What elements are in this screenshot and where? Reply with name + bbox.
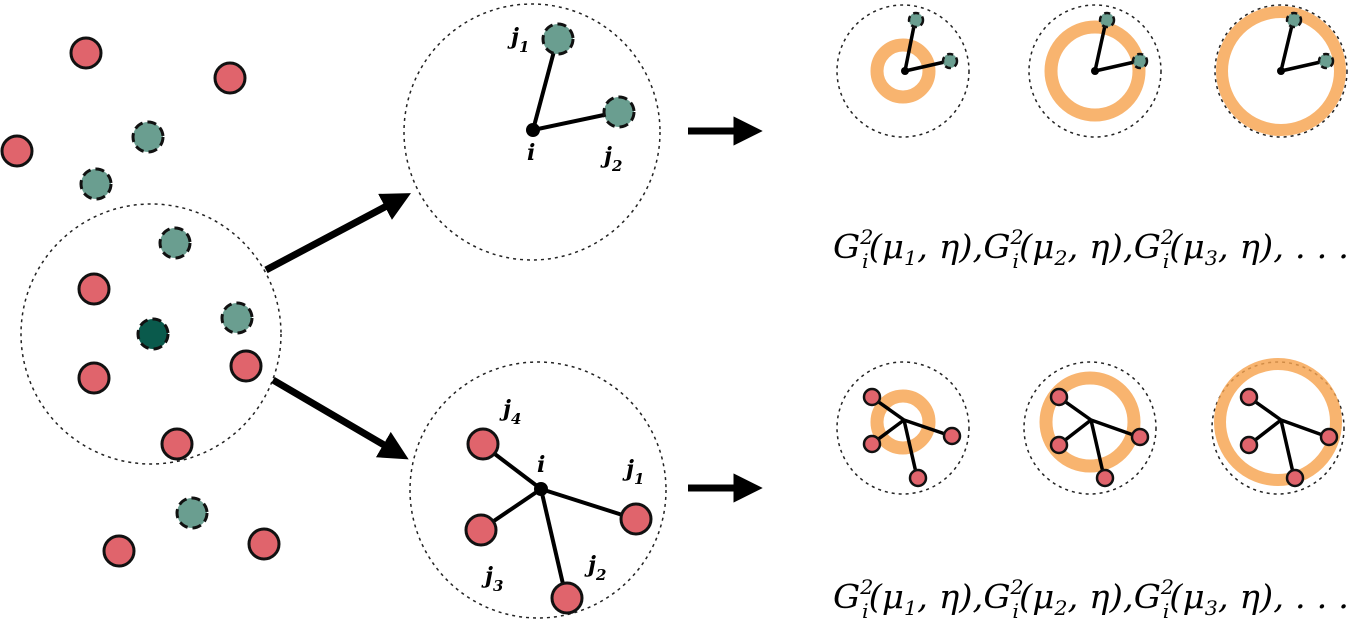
radial-shell-mu3 bbox=[1214, 358, 1342, 486]
bond-i-j1 bbox=[531, 39, 559, 131]
bond bbox=[1089, 419, 1106, 478]
cutoff-sphere-teal bbox=[403, 3, 661, 261]
cutoff-sphere-small bbox=[1214, 4, 1348, 138]
label-j2: j2 bbox=[584, 552, 606, 584]
red-neighbor-j1 bbox=[619, 502, 653, 536]
bond bbox=[1279, 20, 1295, 72]
red-neighbor bbox=[942, 426, 962, 446]
red-neighbor bbox=[1285, 468, 1305, 488]
teal-neighbor bbox=[1131, 52, 1149, 70]
atomic-configuration bbox=[0, 36, 282, 568]
teal-neighbor-j1 bbox=[541, 22, 575, 56]
red-neighbor-j2 bbox=[550, 581, 584, 615]
red-neighbor bbox=[1049, 387, 1069, 407]
bond bbox=[1090, 418, 1140, 439]
red-neighbor bbox=[908, 468, 928, 488]
cutoff-sphere-small bbox=[836, 361, 970, 495]
red-atom bbox=[69, 36, 103, 70]
label-i: i bbox=[537, 452, 545, 478]
red-neighbor bbox=[1239, 435, 1259, 455]
bond bbox=[1280, 59, 1326, 73]
bond bbox=[1280, 418, 1329, 439]
bond-i-j2 bbox=[539, 488, 568, 598]
teal-neighbor-j2 bbox=[602, 95, 636, 129]
cutoff-sphere-small bbox=[1023, 361, 1157, 495]
red-atom bbox=[0, 134, 34, 168]
red-atom bbox=[229, 349, 263, 383]
bond bbox=[903, 20, 917, 72]
center-atom-i bbox=[526, 123, 540, 137]
teal-neighbor bbox=[1098, 11, 1116, 29]
arrow-to-red-neighborhood bbox=[271, 376, 409, 460]
radial-shell-mu2 bbox=[1039, 371, 1141, 473]
radial-shell-mu1 bbox=[870, 38, 936, 104]
red-neighbor bbox=[1239, 387, 1259, 407]
red-neighborhood: j4 i j1 j3 j2 bbox=[409, 361, 667, 619]
cutoff-sphere-small bbox=[836, 4, 970, 138]
red-neighbor bbox=[862, 434, 882, 454]
teal-atom bbox=[220, 301, 254, 335]
teal-atom bbox=[158, 226, 192, 260]
red-atom bbox=[160, 427, 194, 461]
label-j1: j1 bbox=[622, 456, 644, 488]
teal-atom bbox=[131, 120, 165, 154]
central-atom-i bbox=[136, 317, 170, 351]
bond bbox=[1093, 20, 1108, 72]
label-j3: j3 bbox=[481, 563, 503, 595]
red-neighbor-j4 bbox=[466, 427, 500, 461]
teal-atom bbox=[175, 496, 209, 530]
red-neighbor-j3 bbox=[464, 513, 498, 547]
cutoff-sphere-main bbox=[20, 203, 282, 465]
red-atom bbox=[247, 527, 281, 561]
cutoff-sphere-small bbox=[1028, 4, 1162, 138]
teal-neighbor bbox=[941, 52, 959, 70]
teal-neighborhood: j1 i j2 bbox=[403, 3, 661, 261]
radial-shell-mu3 bbox=[1216, 6, 1346, 136]
red-atom bbox=[213, 61, 247, 95]
center-atom bbox=[1091, 67, 1099, 75]
bond-i-j1 bbox=[540, 487, 636, 521]
red-neighbor bbox=[1130, 427, 1150, 447]
red-neighbor bbox=[1319, 427, 1339, 447]
radial-shell-mu2 bbox=[1044, 20, 1146, 122]
red-atom bbox=[77, 361, 111, 395]
arrow-to-teal-neighborhood bbox=[264, 193, 411, 274]
teal-atom bbox=[79, 167, 113, 201]
label-j2: j2 bbox=[600, 143, 622, 175]
red-neighbor bbox=[1049, 435, 1069, 455]
red-neighbor bbox=[862, 387, 882, 407]
teal-neighbor bbox=[1317, 52, 1335, 70]
center-atom bbox=[1277, 67, 1285, 75]
bond bbox=[1094, 59, 1140, 73]
label-j4: j4 bbox=[499, 396, 521, 428]
teal-radial-shells bbox=[836, 4, 1348, 138]
teal-neighbor bbox=[907, 11, 925, 29]
label-i: i bbox=[527, 140, 535, 166]
red-atom bbox=[102, 534, 136, 568]
teal-neighbor bbox=[1285, 11, 1303, 29]
red-radial-shells bbox=[836, 358, 1345, 495]
radial-shell-mu1 bbox=[870, 389, 936, 455]
center-atom-i bbox=[534, 482, 548, 496]
bond bbox=[902, 419, 919, 478]
center-atom bbox=[901, 67, 909, 75]
bond bbox=[1279, 419, 1296, 478]
bond bbox=[904, 59, 950, 73]
red-neighbor bbox=[1095, 468, 1115, 488]
red-atom bbox=[77, 272, 111, 306]
label-j1: j1 bbox=[507, 24, 529, 56]
cutoff-sphere-red bbox=[409, 361, 667, 619]
